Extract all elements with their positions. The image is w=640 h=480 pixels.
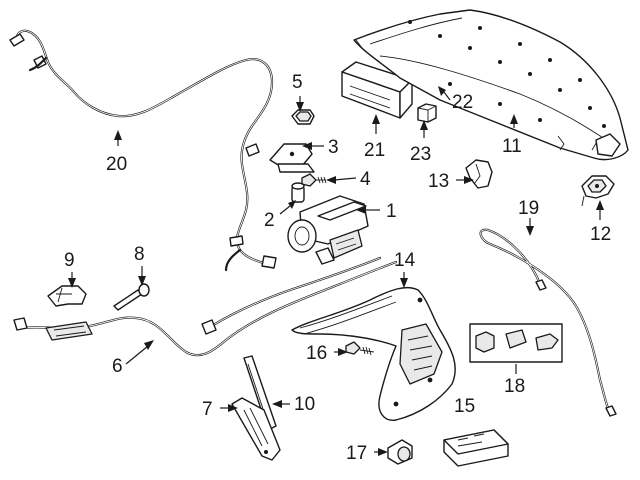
callout-14: 14 xyxy=(394,250,416,271)
callout-18: 18 xyxy=(504,376,525,397)
callout-19: 19 xyxy=(518,198,539,219)
callout-2: 2 xyxy=(264,210,275,231)
release-cable-part xyxy=(479,228,617,417)
callout-17: 17 xyxy=(346,443,367,464)
leader-lines xyxy=(68,86,604,456)
callout-20: 20 xyxy=(106,154,127,175)
callout-10: 10 xyxy=(294,394,315,415)
callout-5: 5 xyxy=(292,72,303,93)
cable-clip-part xyxy=(47,285,87,307)
callout-7: 7 xyxy=(202,399,213,420)
actuator-cable-part xyxy=(13,256,398,357)
callout-1: 1 xyxy=(386,201,397,222)
retainer-clip-part xyxy=(465,159,493,189)
callout-12: 12 xyxy=(590,224,611,245)
callout-labels: 1 2 3 4 5 6 7 8 9 10 11 12 13 14 15 16 1… xyxy=(64,72,611,464)
latch-bolt-part xyxy=(345,341,375,356)
callout-4: 4 xyxy=(360,169,371,190)
bracket-part xyxy=(269,143,315,173)
warning-label-part xyxy=(443,429,509,467)
callout-23: 23 xyxy=(410,144,431,165)
callout-9: 9 xyxy=(64,250,75,271)
callout-3: 3 xyxy=(328,137,339,158)
callout-21: 21 xyxy=(364,140,385,161)
pin-part xyxy=(113,283,150,311)
callout-6: 6 xyxy=(112,356,123,377)
top-panel-part xyxy=(353,9,629,161)
callout-11: 11 xyxy=(502,136,522,157)
callout-8: 8 xyxy=(134,244,145,265)
clip-part xyxy=(417,103,437,123)
hinge-bracket-part xyxy=(581,175,615,207)
lever-part xyxy=(231,397,281,461)
screw-part xyxy=(301,173,327,187)
wiring-harness-part xyxy=(9,29,277,272)
nut-part xyxy=(291,109,315,125)
label-set-part xyxy=(469,323,563,363)
control-module-part xyxy=(341,61,413,119)
motor-part xyxy=(287,195,369,265)
callout-13: 13 xyxy=(428,171,449,192)
callout-22: 22 xyxy=(452,92,473,113)
callout-15: 15 xyxy=(454,396,475,417)
stud-part xyxy=(291,182,305,203)
fitting-part xyxy=(387,439,413,465)
callout-16: 16 xyxy=(306,343,327,364)
latch-mechanism-part xyxy=(291,286,456,421)
